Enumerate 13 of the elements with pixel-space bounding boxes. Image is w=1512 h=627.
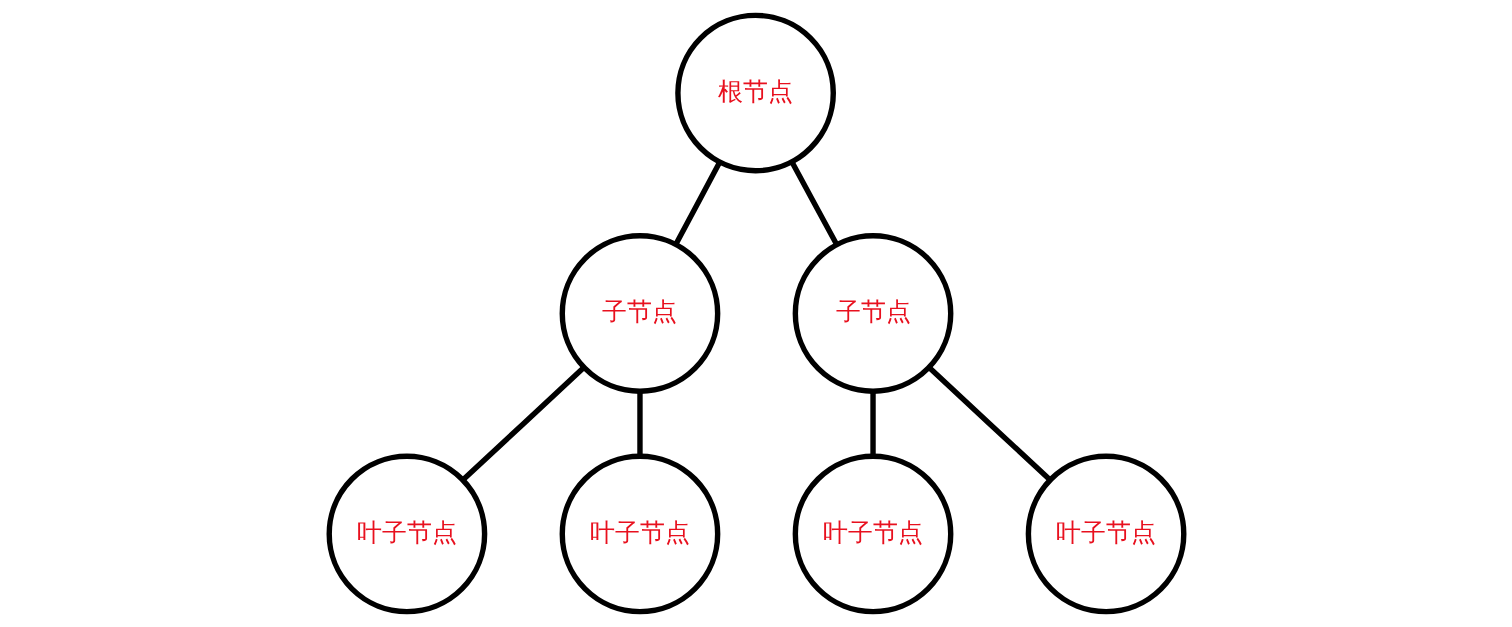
connector xyxy=(636,391,643,456)
connector xyxy=(869,391,876,456)
node-circle: 子节点 xyxy=(792,233,953,394)
node-circle: 叶子节点 xyxy=(1025,453,1186,615)
connector xyxy=(927,365,1051,482)
node-circle: 子节点 xyxy=(559,233,720,394)
connector xyxy=(461,365,585,482)
connector xyxy=(789,161,839,246)
node-circle: 叶子节点 xyxy=(559,453,720,615)
node-circle: 叶子节点 xyxy=(792,453,953,615)
connector xyxy=(673,161,722,246)
node-circle: 叶子节点 xyxy=(326,453,487,615)
node-circle: 根节点 xyxy=(674,12,836,174)
